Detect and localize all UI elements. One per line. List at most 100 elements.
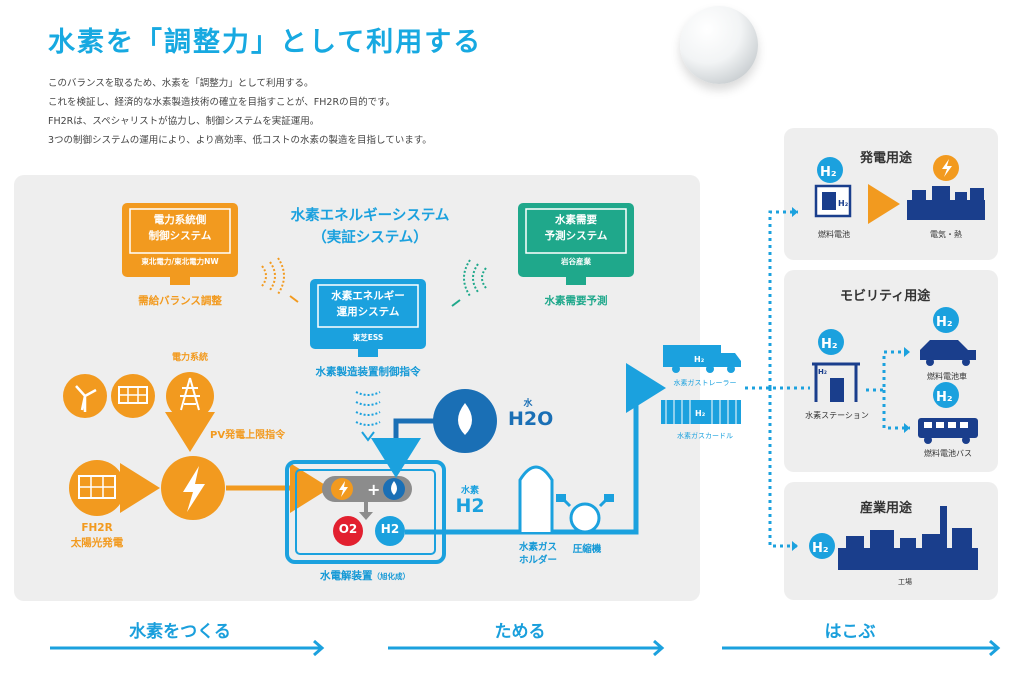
- demand-line: 予測システム: [544, 230, 608, 242]
- svg-text:H₂: H₂: [821, 337, 838, 352]
- car-icon: [920, 340, 976, 366]
- fuel-cell-label: 燃料電池: [818, 230, 850, 239]
- lightning-hub-icon: [161, 456, 225, 520]
- h2-badge-icon: H₂: [933, 307, 959, 333]
- intro-line: このバランスを取るため、水素を「調整力」として利用する。: [48, 78, 314, 89]
- demand-caption: 水素需要予測: [544, 295, 608, 307]
- demand-monitor-icon: [518, 203, 634, 285]
- grid-control-monitor-icon: [122, 203, 238, 285]
- demand-company: 岩谷産業: [561, 257, 591, 266]
- hydrogen-station-icon: H₂: [812, 362, 860, 402]
- ems-monitor-icon: [310, 279, 426, 357]
- water-small-label: 水: [523, 399, 533, 409]
- demand-line: 水素需要: [555, 214, 597, 226]
- fh2r-solar-line: 太陽光発電: [70, 537, 124, 549]
- h2-badge-icon: H₂: [933, 382, 959, 408]
- svg-text:H₂: H₂: [695, 409, 706, 418]
- signal-wave-down-icon: [355, 391, 381, 442]
- intro-line: FH2Rは、スペシャリストが協力し、制御システムを実証運用。: [48, 116, 320, 127]
- signal-wave-left-icon: [261, 257, 299, 303]
- demand-label: 水素需要 予測システム: [526, 212, 626, 244]
- factory-icon: [838, 506, 978, 570]
- intro-line: これを検証し、経済的な水素製造技術の確立を目指すことが、FH2Rの目的です。: [48, 97, 396, 108]
- intro-text: このバランスを取るため、水素を「調整力」として利用する。 これを検証し、経済的な…: [48, 74, 432, 150]
- solar-panel-small-icon: [111, 374, 155, 418]
- grid-control-caption: 需給バランス調整: [138, 295, 222, 307]
- stage-transport: はこぶ: [824, 622, 876, 642]
- system-title: 水素エネルギーシステム （実証システム）: [265, 205, 475, 249]
- grid-control-company: 東北電力/東北電力NW: [141, 257, 219, 266]
- compressor-icon: [556, 494, 614, 534]
- holder-label: 水素ガス ホルダー: [506, 541, 570, 567]
- stage-store: ためる: [494, 622, 546, 642]
- grid-control-line: 電力系統側: [153, 214, 207, 226]
- grid-control-line: 制御システム: [148, 230, 212, 242]
- page-title: 水素を「調整力」として利用する: [48, 27, 483, 58]
- svg-text:H₂: H₂: [936, 315, 953, 330]
- bus-icon: [918, 418, 978, 444]
- electrolyzer-name: 水電解装置: [320, 570, 373, 582]
- wind-turbine-icon: [63, 374, 107, 418]
- svg-text:H₂: H₂: [936, 390, 953, 405]
- svg-text:H₂: H₂: [812, 541, 829, 556]
- o2-bubble: [333, 516, 363, 546]
- grid-control-label: 電力系統側 制御システム: [130, 212, 230, 244]
- factory-label: 工場: [898, 578, 912, 586]
- stage-produce: 水素をつくる: [129, 622, 231, 642]
- grid-label: 電力系統: [171, 353, 208, 363]
- hydrogen-small-label: 水素: [460, 486, 479, 496]
- holder-line: ホルダー: [518, 555, 557, 566]
- intro-line: 3つの制御システムの運用により、より高効率、低コストの水素の製造を目指しています…: [48, 135, 432, 146]
- h2-badge-icon: H₂: [818, 329, 844, 355]
- curdle-label: 水素ガスカードル: [677, 432, 733, 440]
- distribution-lines: [745, 210, 910, 548]
- ems-line: 運用システム: [336, 306, 400, 318]
- svg-text:+: +: [367, 480, 380, 499]
- ems-caption: 水素製造装置制御指令: [315, 366, 421, 378]
- h2-badge-icon: H₂: [817, 157, 843, 183]
- h2-badge-icon: H₂: [809, 533, 835, 559]
- ems-label: 水素エネルギー 運用システム: [318, 288, 418, 320]
- buildings-icon: [907, 186, 985, 220]
- power-use-title: 発電用途: [860, 151, 913, 166]
- mobility-use-title: モビリティ用途: [840, 289, 931, 304]
- svg-text:H₂: H₂: [820, 165, 837, 180]
- system-title-line: （実証システム）: [312, 230, 428, 246]
- system-title-line: 水素エネルギーシステム: [290, 208, 450, 224]
- o2-label: O2: [338, 522, 358, 536]
- water-label: 水 H2O: [508, 396, 554, 430]
- holder-line: 水素ガス: [518, 542, 557, 553]
- bus-label: 燃料電池バス: [924, 449, 972, 458]
- water-drop-decoration: [680, 6, 758, 84]
- compressor-label: 圧縮機: [572, 544, 602, 555]
- station-label: 水素ステーション: [805, 411, 869, 420]
- electric-bolt-icon: [933, 155, 959, 181]
- industry-use-title: 産業用途: [860, 501, 913, 516]
- h2-label: H2: [380, 522, 400, 536]
- fh2r-solar-label: FH2R 太陽光発電: [60, 521, 134, 551]
- svg-text:H₂: H₂: [838, 199, 849, 208]
- signal-wave-right-icon: [451, 259, 487, 307]
- water-formula: H2O: [508, 408, 554, 430]
- hydrogen-formula: H2: [455, 495, 485, 517]
- electrolyzer-box: [285, 460, 446, 564]
- gas-curdle-icon: H₂: [661, 400, 741, 424]
- water-arrow: [371, 418, 434, 478]
- ems-line: 水素エネルギー: [331, 290, 405, 302]
- ems-company: 東芝ESS: [352, 333, 384, 342]
- electrolyzer-maker: （旭化成）: [372, 572, 411, 581]
- h2-bubble: [375, 516, 405, 546]
- trailer-label: 水素ガストレーラー: [673, 379, 737, 387]
- svg-text:H₂: H₂: [694, 355, 705, 364]
- gas-trailer-icon: H₂: [663, 345, 741, 373]
- gas-holder-icon: [518, 465, 554, 532]
- pv-command-label: PV発電上限指令: [210, 430, 286, 441]
- svg-text:H₂: H₂: [818, 368, 827, 376]
- electrolyzer-label: 水電解装置（旭化成）: [280, 568, 450, 583]
- car-label: 燃料電池車: [927, 372, 967, 381]
- power-tower-icon: [166, 372, 214, 420]
- fh2r-solar-line: FH2R: [81, 522, 113, 534]
- fh2r-solar-icon: [69, 460, 125, 516]
- power-output-label: 電気・熱: [930, 230, 962, 239]
